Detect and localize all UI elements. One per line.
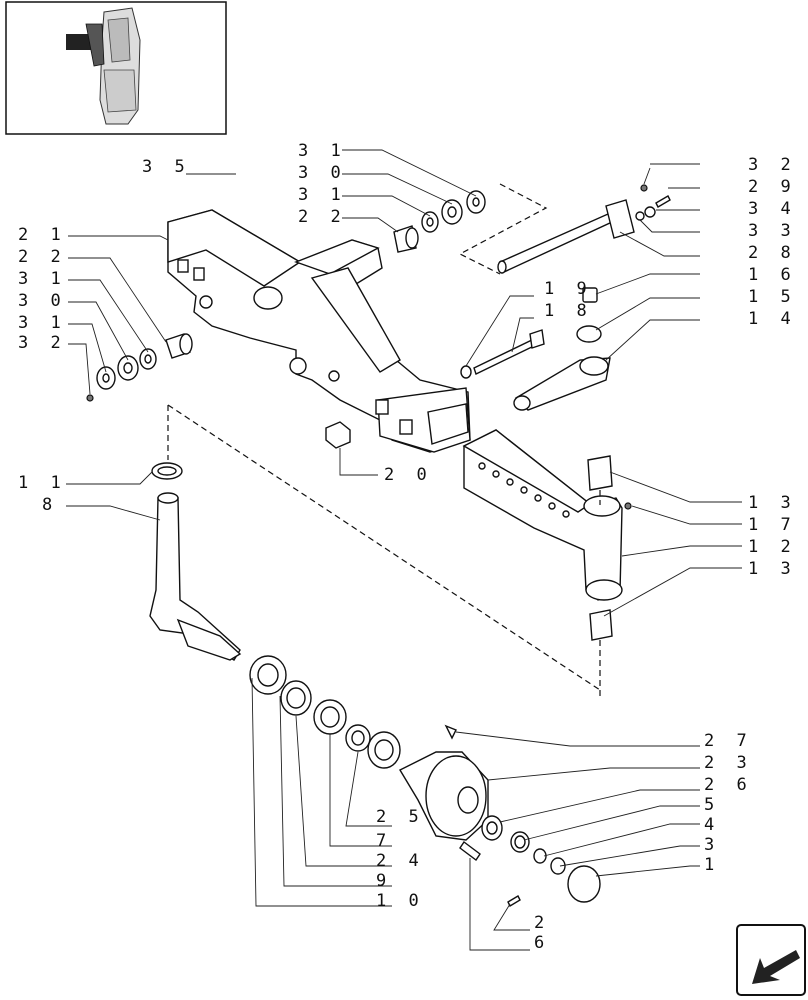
label-30-top: 3 0 xyxy=(298,163,347,183)
steering-arm xyxy=(513,287,611,411)
label-33: 3 3 xyxy=(748,221,797,241)
left-bushings xyxy=(86,333,193,402)
steering-knuckle xyxy=(149,404,601,691)
label-10: 1 0 xyxy=(376,891,425,911)
label-18: 1 8 xyxy=(544,301,593,321)
telescopic-arm xyxy=(462,429,632,700)
label-9: 9 xyxy=(376,871,392,891)
wheel-hub-assembly xyxy=(249,655,601,907)
label-2: 2 xyxy=(534,913,550,933)
label-22-top: 2 2 xyxy=(298,207,347,227)
label-31-left2: 3 1 xyxy=(18,313,67,333)
label-13-top: 1 3 xyxy=(748,493,797,513)
label-11: 1 1 xyxy=(18,473,67,493)
location-thumbnail xyxy=(5,1,227,135)
block-part xyxy=(325,421,378,476)
part-number-labels: 3 5 3 1 3 0 3 1 2 2 3 2 2 9 3 4 3 3 2 8 … xyxy=(18,141,797,953)
label-30-left: 3 0 xyxy=(18,291,67,311)
label-1: 1 xyxy=(704,855,720,875)
label-24: 2 4 xyxy=(376,851,425,871)
pivot-pin xyxy=(497,184,671,274)
label-28: 2 8 xyxy=(748,243,797,263)
label-17: 1 7 xyxy=(748,515,797,535)
label-23: 2 3 xyxy=(704,753,753,773)
label-32-right: 3 2 xyxy=(748,155,797,175)
label-31-top: 3 1 xyxy=(298,141,347,161)
label-25: 2 5 xyxy=(376,807,425,827)
label-26: 2 6 xyxy=(704,775,753,795)
label-22-left: 2 2 xyxy=(18,247,67,267)
label-8: 8 xyxy=(42,495,58,515)
label-4: 4 xyxy=(704,815,720,835)
label-13-bottom: 1 3 xyxy=(748,559,797,579)
axle-beam xyxy=(167,209,471,453)
label-27: 2 7 xyxy=(704,731,753,751)
label-35: 3 5 xyxy=(142,157,191,177)
label-16: 1 6 xyxy=(748,265,797,285)
label-34: 3 4 xyxy=(748,199,797,219)
label-6: 6 xyxy=(534,933,550,953)
label-3: 3 xyxy=(704,835,720,855)
leader-lines xyxy=(66,149,742,951)
label-20: 2 0 xyxy=(384,465,433,485)
label-29: 2 9 xyxy=(748,177,797,197)
label-12: 1 2 xyxy=(748,537,797,557)
label-19: 1 9 xyxy=(544,279,593,299)
label-21: 2 1 xyxy=(18,225,67,245)
upper-bushings xyxy=(393,183,548,275)
label-31-left: 3 1 xyxy=(18,269,67,289)
label-14: 1 4 xyxy=(748,309,797,329)
label-31-top2: 3 1 xyxy=(298,185,347,205)
label-32-left: 3 2 xyxy=(18,333,67,353)
label-5: 5 xyxy=(704,795,720,815)
navigation-arrow-icon[interactable] xyxy=(736,924,806,996)
label-7: 7 xyxy=(376,831,392,851)
label-15: 1 5 xyxy=(748,287,797,307)
